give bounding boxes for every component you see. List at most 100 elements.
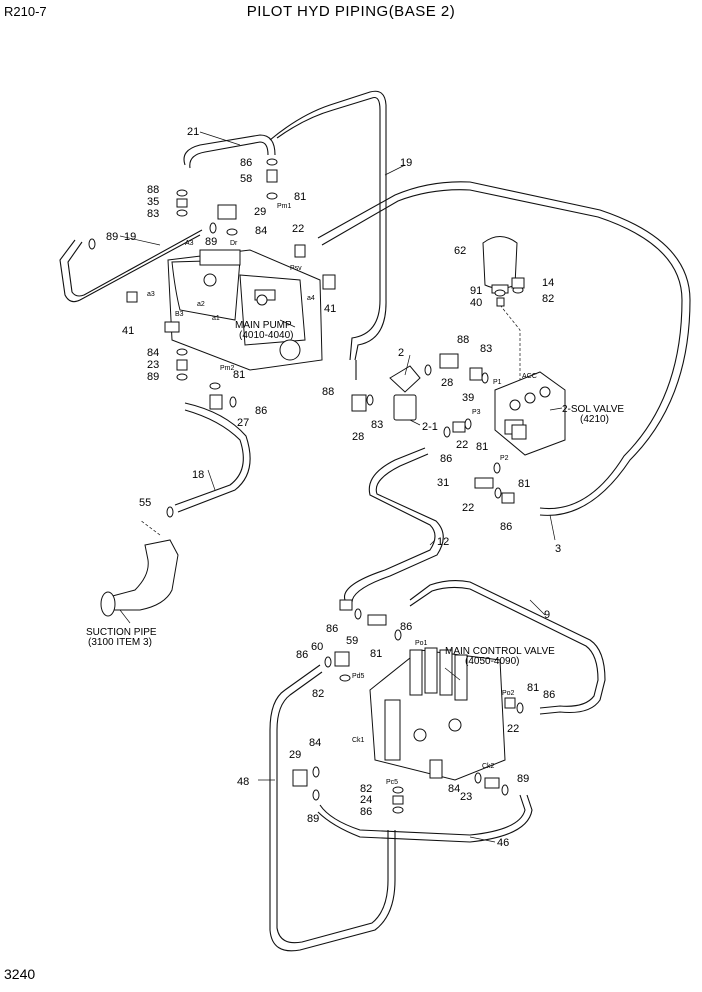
- callout: 58: [240, 173, 252, 185]
- callout: 46: [497, 837, 509, 849]
- callout: 55: [139, 497, 151, 509]
- fittings: [88, 158, 525, 814]
- callout: 40: [470, 297, 482, 309]
- callout: 88: [457, 334, 469, 346]
- port-label: Pm2: [220, 365, 235, 372]
- callout: 84: [147, 347, 159, 359]
- callout: 86: [500, 521, 512, 533]
- callout: 91: [470, 285, 482, 297]
- port-label: P1: [493, 379, 502, 386]
- hose-19: [269, 90, 387, 361]
- main-control-valve-label: MAIN CONTROL VALVE: [445, 646, 555, 657]
- port-label: Ck1: [352, 737, 365, 744]
- callout: 89: [106, 231, 118, 243]
- callout-numbers: 21 86 58 81 88 35 83 29 89 84 19 89 19 2…: [106, 126, 561, 849]
- hose-19-left: [59, 234, 201, 303]
- port-label: Pm1: [277, 203, 292, 210]
- port-label: a2: [197, 301, 205, 308]
- callout: 86: [326, 623, 338, 635]
- callout: 2-1: [422, 421, 438, 433]
- callout: 27: [237, 417, 249, 429]
- callout: 82: [360, 783, 372, 795]
- port-labels: A3 Dr a3 a2 a1 B3 Pm1 Psv a4 Pm2 ACC P1 …: [147, 203, 537, 786]
- callout: 28: [352, 431, 364, 443]
- callout: 3: [555, 543, 561, 555]
- callout: 81: [476, 441, 488, 453]
- callout: 48: [237, 776, 249, 788]
- main-control-valve-ref: (4050-4090): [465, 656, 519, 667]
- callout: 14: [542, 277, 554, 289]
- port-label: ACC: [522, 373, 537, 380]
- callout: 62: [454, 245, 466, 257]
- callout: 81: [518, 478, 530, 490]
- callout: 18: [192, 469, 204, 481]
- port-label: Pd5: [352, 673, 365, 680]
- port-label: A3: [185, 240, 194, 247]
- port-label: Psv: [290, 265, 302, 272]
- callout: 86: [240, 157, 252, 169]
- callout: 86: [543, 689, 555, 701]
- callout: 86: [440, 453, 452, 465]
- callout: 19: [400, 157, 412, 169]
- suction-pipe: [100, 519, 179, 617]
- callout: 24: [360, 794, 372, 806]
- callout: 83: [147, 208, 159, 220]
- callout: 88: [322, 386, 334, 398]
- sol-valve-ref: (4210): [580, 414, 609, 425]
- callout: 86: [360, 806, 372, 818]
- page-title: PILOT HYD PIPING(BASE 2): [246, 3, 456, 20]
- callout: 81: [233, 369, 245, 381]
- callout: 39: [462, 392, 474, 404]
- main-pump-ref: (4010-4040): [239, 330, 293, 341]
- leader-lines: [119, 131, 563, 843]
- callout: 28: [441, 377, 453, 389]
- main-pump-label: MAIN PUMP: [235, 320, 292, 331]
- callout: 81: [527, 682, 539, 694]
- callout: 82: [312, 688, 324, 700]
- hose-18: [174, 409, 244, 506]
- callout: 22: [456, 439, 468, 451]
- callout: 21: [187, 126, 199, 138]
- hose-12: [343, 447, 436, 601]
- port-label: Dr: [230, 240, 238, 247]
- callout: 86: [400, 621, 412, 633]
- callout: 84: [448, 783, 460, 795]
- callout: 88: [147, 184, 159, 196]
- callout: 29: [254, 206, 266, 218]
- callout: 2: [398, 347, 404, 359]
- port-label: a1: [212, 315, 220, 322]
- callout: 31: [437, 477, 449, 489]
- port-label: Po1: [415, 640, 428, 647]
- callout: 22: [462, 502, 474, 514]
- model-code: R210-7: [4, 4, 47, 19]
- callout: 29: [289, 749, 301, 761]
- hose-46: [319, 794, 526, 836]
- callout: 23: [460, 791, 472, 803]
- callout: 59: [346, 635, 358, 647]
- hose-3: [317, 181, 691, 516]
- port-label: a3: [147, 291, 155, 298]
- page-number: 3240: [4, 966, 36, 982]
- sol-valve-body: [494, 371, 566, 456]
- callout: 84: [255, 225, 267, 237]
- callout: 41: [122, 325, 134, 337]
- port-label: B3: [175, 311, 184, 318]
- callout: 82: [542, 293, 554, 305]
- port-label: Po2: [502, 690, 515, 697]
- callout: 23: [147, 359, 159, 371]
- callout: 83: [480, 343, 492, 355]
- callout: 81: [294, 191, 306, 203]
- hose-48: [269, 664, 396, 952]
- callout: 9: [544, 609, 550, 621]
- callout: 19: [124, 231, 136, 243]
- port-label: Ck2: [482, 763, 495, 770]
- callout: 81: [370, 648, 382, 660]
- callout: 86: [296, 649, 308, 661]
- suction-pipe-label: SUCTION PIPE: [86, 627, 157, 638]
- filter-2: [389, 365, 421, 421]
- suction-pipe-ref: (3100 ITEM 3): [88, 637, 152, 648]
- callout: 22: [292, 223, 304, 235]
- callout: 60: [311, 641, 323, 653]
- callout: 89: [517, 773, 529, 785]
